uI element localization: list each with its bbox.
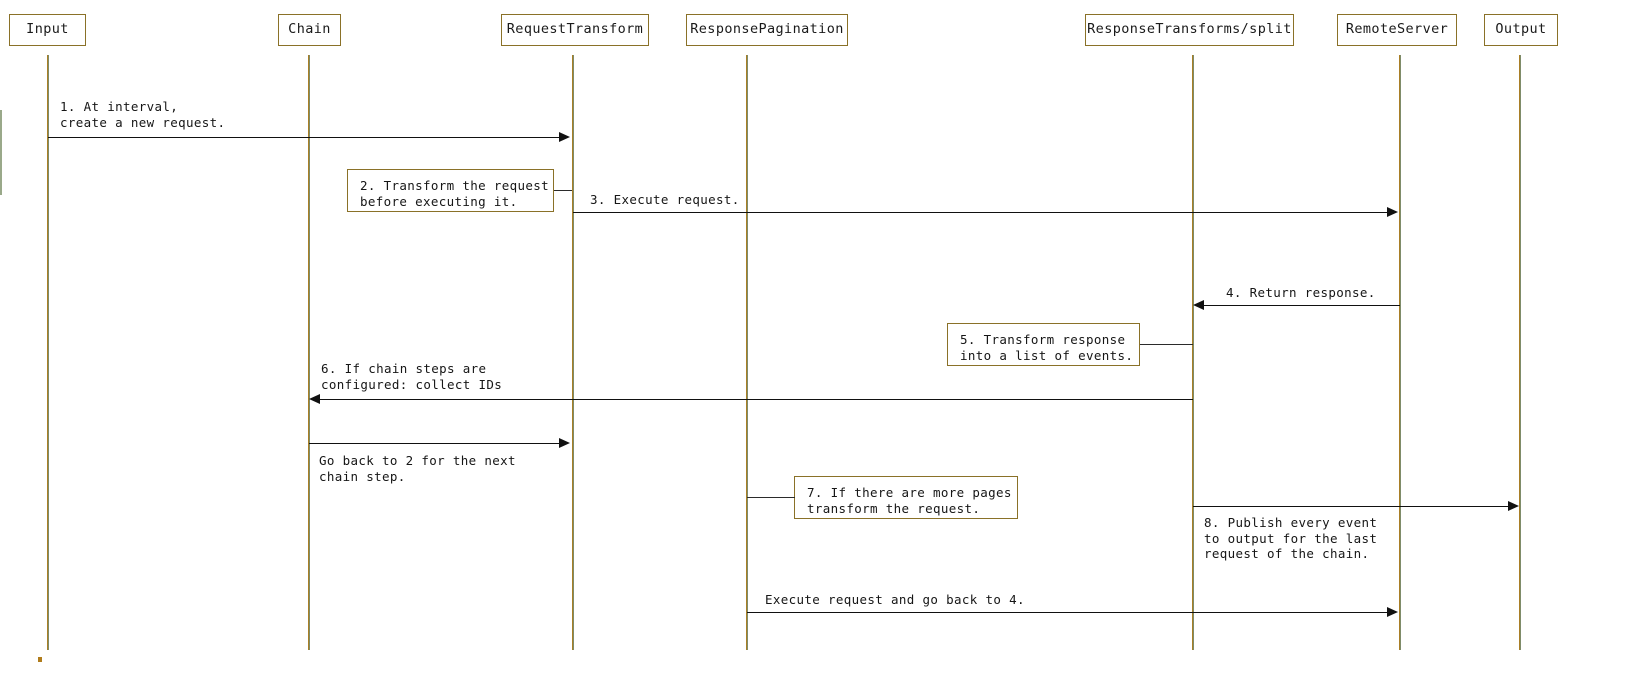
note-5-connector — [1140, 344, 1193, 345]
message-3-arrowhead-icon — [1387, 207, 1398, 217]
participant-response-transforms-split[interactable]: ResponseTransforms/split — [1085, 14, 1294, 46]
lifeline-response-transforms-split — [1192, 55, 1194, 650]
edge-artifact-left — [0, 110, 2, 195]
message-goback2-label-line2: chain step. — [319, 469, 406, 484]
lifeline-input — [47, 55, 49, 650]
message-8-label-line2: to output for the last — [1204, 531, 1378, 546]
message-6-label-line1: 6. If chain steps are — [321, 361, 487, 376]
message-8-label-line1: 8. Publish every event — [1204, 515, 1378, 530]
participant-remote-server[interactable]: RemoteServer — [1337, 14, 1457, 46]
participant-response-pagination[interactable]: ResponsePagination — [686, 14, 848, 46]
participant-label: ResponseTransforms/split — [1087, 21, 1292, 38]
participant-input[interactable]: Input — [9, 14, 86, 46]
message-exec-goback4-label-line1: Execute request and go back to 4. — [765, 592, 1025, 607]
lifeline-output — [1519, 55, 1521, 650]
message-goback2-line — [309, 443, 561, 444]
message-6-arrowhead-icon — [309, 394, 320, 404]
message-4-label-line1: 4. Return response. — [1226, 285, 1376, 300]
participant-label: Chain — [288, 21, 331, 38]
note-7-line2: transform the request. — [807, 501, 981, 516]
message-8-line — [1193, 506, 1513, 507]
message-6-label-line2: configured: collect IDs — [321, 377, 503, 392]
message-1-label-line2: create a new request. — [60, 115, 226, 130]
message-8-label-line3: request of the chain. — [1204, 546, 1370, 561]
participant-chain[interactable]: Chain — [278, 14, 341, 46]
message-4-line — [1204, 305, 1400, 306]
message-3-line — [573, 212, 1389, 213]
participant-request-transform[interactable]: RequestTransform — [501, 14, 649, 46]
note-5-line1: 5. Transform response — [960, 332, 1126, 347]
note-7-line1: 7. If there are more pages — [807, 485, 1012, 500]
message-1-arrowhead-icon — [559, 132, 570, 142]
note-5-line2: into a list of events. — [960, 348, 1134, 363]
participant-label: Input — [26, 21, 69, 38]
message-1-line — [48, 137, 561, 138]
participant-label: RemoteServer — [1345, 21, 1449, 38]
message-goback2-arrowhead-icon — [559, 438, 570, 448]
message-1-label-line1: 1. At interval, — [60, 99, 179, 114]
note-2-line2: before executing it. — [360, 194, 518, 209]
participant-label: Output — [1495, 21, 1547, 38]
lifeline-chain — [308, 55, 310, 650]
lifeline-request-transform — [572, 55, 574, 650]
note-2-connector — [554, 190, 572, 191]
lifeline-remote-server — [1399, 55, 1401, 650]
participant-output[interactable]: Output — [1484, 14, 1558, 46]
note-2-line1: 2. Transform the request — [360, 178, 550, 193]
note-7-connector — [747, 497, 795, 498]
participant-label: RequestTransform — [506, 21, 644, 38]
message-3-label-line1: 3. Execute request. — [590, 192, 740, 207]
message-4-arrowhead-icon — [1193, 300, 1204, 310]
participant-label: ResponsePagination — [690, 21, 844, 38]
message-6-line — [320, 399, 1193, 400]
message-8-arrowhead-icon — [1508, 501, 1519, 511]
lifeline-response-pagination — [746, 55, 748, 650]
message-goback2-label-line1: Go back to 2 for the next — [319, 453, 516, 468]
edge-artifact-bottom — [38, 657, 42, 662]
message-exec-goback4-line — [747, 612, 1389, 613]
message-exec-goback4-arrowhead-icon — [1387, 607, 1398, 617]
